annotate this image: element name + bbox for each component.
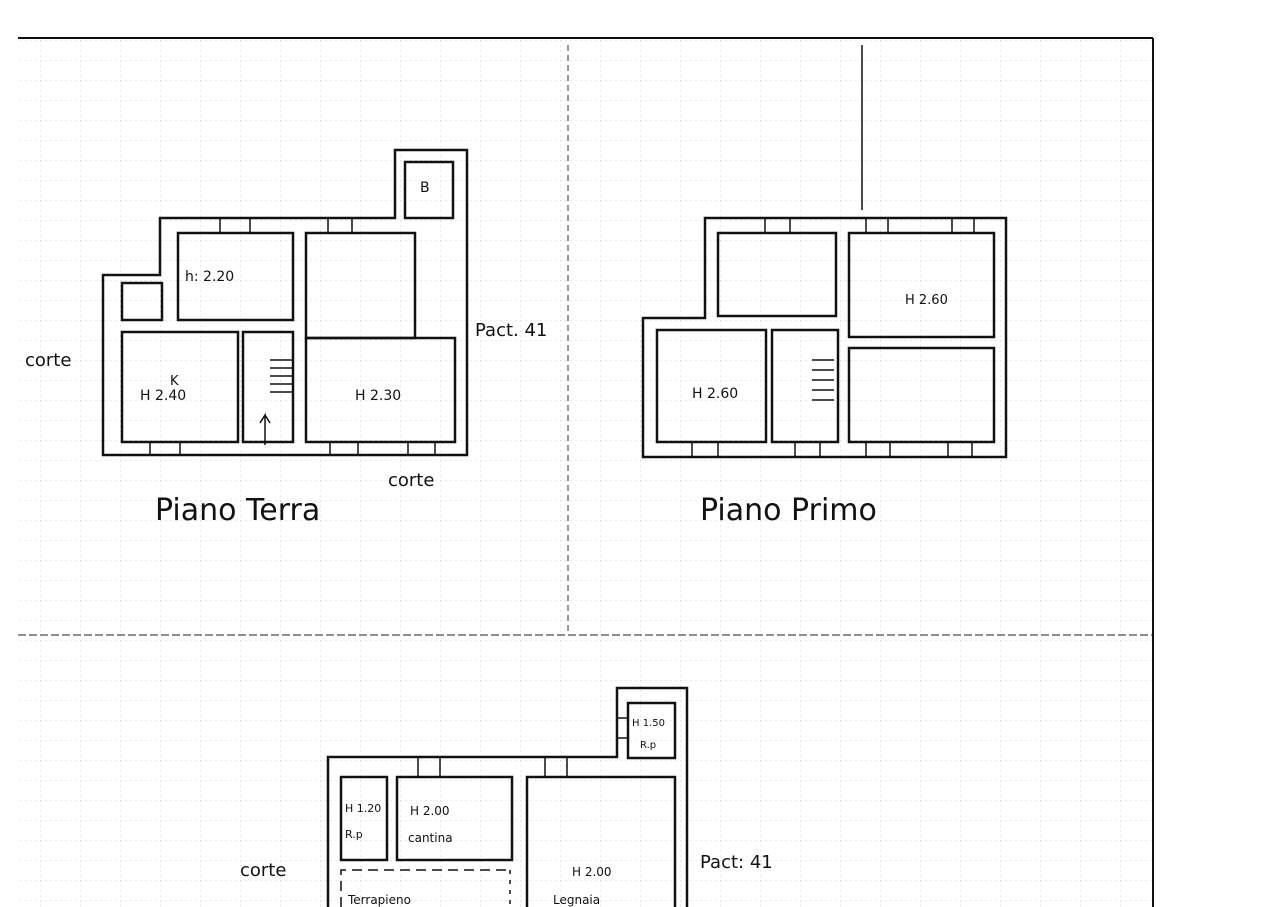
room-height: H 1.20 [345,802,381,815]
basement-plan [326,686,689,907]
room-label: R.p [640,740,656,751]
room-label: h: 2.20 [185,269,234,285]
room-height: H 2.60 [692,386,738,402]
room-height: H 2.60 [905,293,948,308]
corte-label: corte [25,350,71,371]
corte-label: corte [240,860,286,881]
room-label: Legnaia [553,893,600,907]
room-label-b: B [420,180,430,196]
room-height: H 2.40 [140,388,186,404]
room-height: H 2.30 [355,388,401,404]
room-height: H 2.00 [572,865,612,879]
room-label: cantina [408,831,453,845]
corte-label: corte [388,470,434,491]
floor-title: Piano Primo [700,493,877,528]
grid-background [18,38,1153,907]
floor-title: Piano Terra [155,493,320,528]
first-floor-plan [641,216,1008,459]
terrapieno-label: Terrapieno [347,893,411,907]
ground-floor-plan [101,148,469,457]
room-height: H 2.00 [410,804,450,818]
parcel-label: Pact: 41 [700,852,773,873]
room-label: R.p [345,828,363,841]
room-label-k: K [170,374,179,389]
room-height: H 1.50 [632,718,665,729]
parcel-label: Pact. 41 [475,320,547,341]
